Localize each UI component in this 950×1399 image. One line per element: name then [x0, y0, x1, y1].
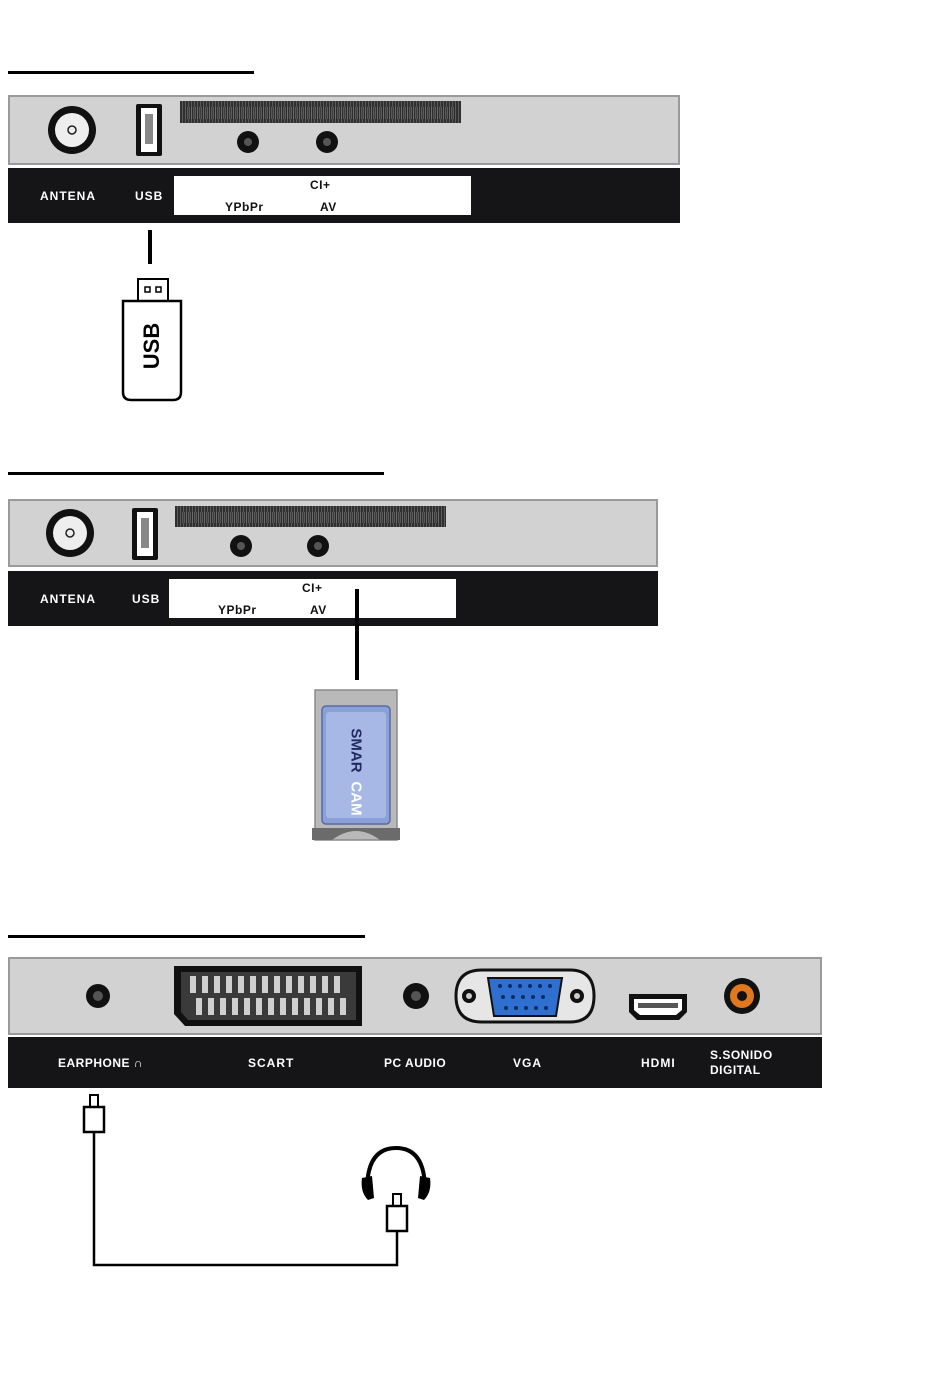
earphone-plug-icon [84, 1095, 104, 1132]
headphones-icon [362, 1148, 431, 1200]
headphone-plug-icon [387, 1194, 407, 1231]
